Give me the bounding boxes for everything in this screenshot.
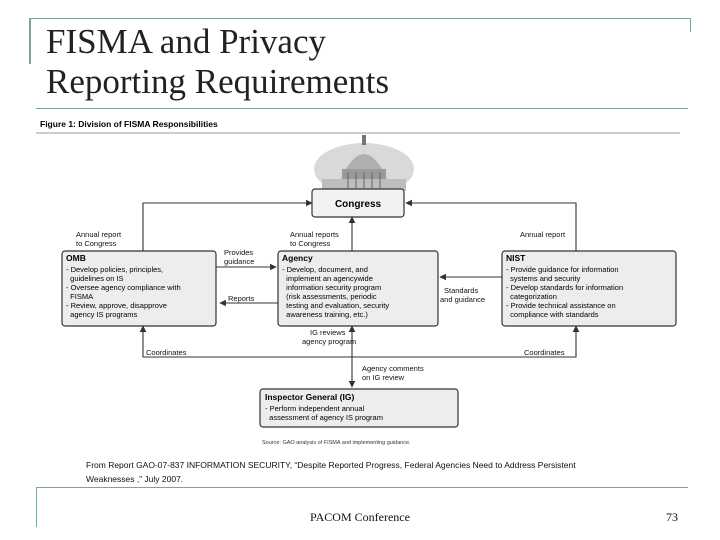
nist-line: - Develop standards for information	[506, 283, 623, 292]
ig-title: Inspector General (IG)	[265, 392, 354, 402]
citation-line-2: Weaknesses ,” July 2007.	[86, 474, 184, 484]
standards-label: and guidance	[440, 295, 485, 304]
nist-congress-arrow	[405, 199, 577, 251]
nist-congress-label: Annual report	[520, 230, 566, 239]
ig-line: assessment of agency IS program	[265, 413, 383, 422]
nist-line: categorization	[506, 292, 557, 301]
title-line-1: FISMA and Privacy	[46, 22, 326, 61]
ig-reviews-label: IG reviews	[310, 328, 346, 337]
ig-line: - Perform independent annual	[265, 404, 365, 413]
omb-congress-label: Annual report	[76, 230, 122, 239]
citation-line-1: From Report GAO-07-837 INFORMATION SECUR…	[86, 460, 576, 470]
standards-label: Standards	[444, 286, 478, 295]
footer-text: PACOM Conference	[310, 510, 410, 524]
nist-box: NIST - Provide guidance for information …	[501, 250, 677, 327]
agency-line: implement an agencywide	[282, 274, 373, 283]
footer-rule	[36, 487, 688, 488]
agency-comments-label: on IG review	[362, 373, 405, 382]
title-line-2: Reporting Requirements	[46, 62, 390, 101]
coordinates-left-label: Coordinates	[146, 348, 187, 357]
nist-line: - Provide guidance for information	[506, 265, 619, 274]
agency-line: - Develop, document, and	[282, 265, 368, 274]
capitol-icon	[314, 135, 414, 195]
fisma-figure: Figure 1: Division of FISMA Responsibili…	[36, 117, 680, 449]
slide-title: FISMA and Privacy Reporting Requirements	[46, 22, 389, 102]
agency-comments-label: Agency comments	[362, 364, 424, 373]
footer-left-rule	[36, 487, 37, 527]
top-rule	[29, 18, 691, 19]
agency-line: testing and evaluation, security	[282, 301, 389, 310]
fisma-diagram: Figure 1: Division of FISMA Responsibili…	[36, 119, 680, 446]
title-separator-rule	[36, 108, 688, 109]
omb-congress-arrow	[142, 199, 313, 251]
nist-line: systems and security	[506, 274, 580, 283]
omb-line: FISMA	[66, 292, 93, 301]
omb-title: OMB	[66, 253, 86, 263]
agency-line: (risk assessments, periodic	[282, 292, 377, 301]
congress-title: Congress	[335, 199, 382, 210]
omb-line: - Oversee agency compliance with	[66, 283, 181, 292]
top-right-rule	[690, 18, 691, 32]
figure-caption: Figure 1: Division of FISMA Responsibili…	[40, 119, 218, 129]
agency-line: information security program	[282, 283, 381, 292]
connector-labels: Annual report to Congress Annual reports…	[76, 230, 566, 382]
nist-title: NIST	[506, 253, 526, 263]
reports-label: Reports	[228, 294, 255, 303]
congress-box: Congress	[311, 188, 405, 218]
figure-source: Source: GAO analysis of FISMA and implem…	[262, 440, 411, 446]
agency-box: Agency - Develop, document, and implemen…	[277, 250, 439, 327]
provides-guidance-label: guidance	[224, 257, 254, 266]
omb-line: guidelines on IS	[66, 274, 124, 283]
omb-line: agency IS programs	[66, 310, 138, 319]
coordinates-arrow	[139, 325, 580, 358]
omb-line: - Develop policies, principles,	[66, 265, 163, 274]
provides-guidance-label: Provides	[224, 248, 253, 257]
nist-line: - Provide technical assistance on	[506, 301, 616, 310]
connectors	[139, 199, 580, 388]
omb-congress-label: to Congress	[76, 239, 117, 248]
agency-line: awareness training, etc.)	[282, 310, 368, 319]
ig-box: Inspector General (IG) - Perform indepen…	[259, 388, 459, 428]
omb-box: OMB - Develop policies, principles, guid…	[61, 250, 217, 327]
report-citation: From Report GAO-07-837 INFORMATION SECUR…	[86, 458, 646, 486]
agency-title: Agency	[282, 253, 313, 263]
nist-line: compliance with standards	[506, 310, 599, 319]
title-left-rule	[29, 18, 31, 64]
omb-line: - Review, approve, disapprove	[66, 301, 167, 310]
ig-reviews-label: agency program	[302, 337, 356, 346]
coordinates-right-label: Coordinates	[524, 348, 565, 357]
agency-congress-label: to Congress	[290, 239, 331, 248]
page-number: 73	[666, 510, 678, 524]
agency-congress-label: Annual reports	[290, 230, 339, 239]
